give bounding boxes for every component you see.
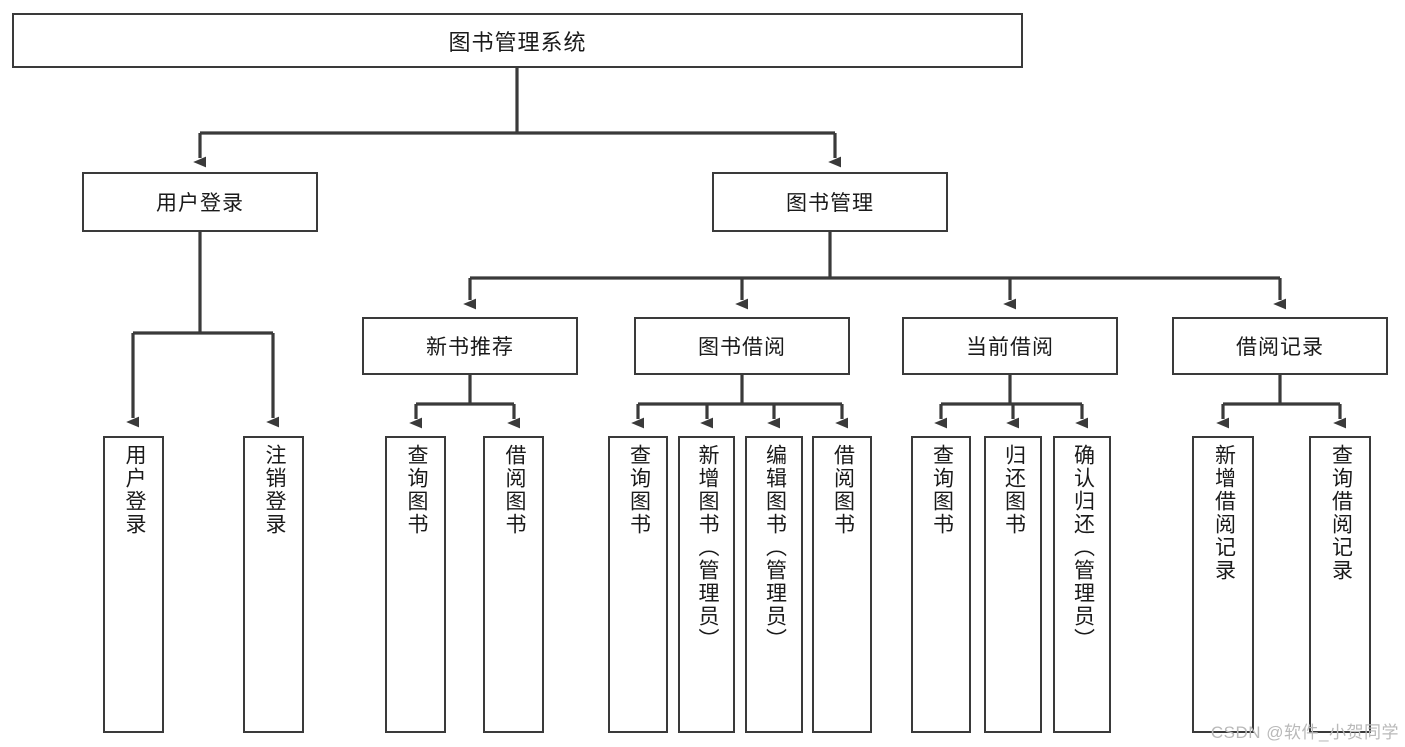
node-leaf-add-record[interactable]: 新增借阅记录	[1192, 436, 1254, 733]
node-new-book-recommend[interactable]: 新书推荐	[362, 317, 578, 375]
node-leaf-return-book[interactable]: 归还图书	[984, 436, 1042, 733]
node-leaf-borrow-book-1[interactable]: 借阅图书	[483, 436, 544, 733]
node-root[interactable]: 图书管理系统	[12, 13, 1023, 68]
node-leaf-user-login[interactable]: 用户登录	[103, 436, 164, 733]
node-leaf-search-book-2[interactable]: 查询图书	[608, 436, 668, 733]
node-book-borrow[interactable]: 图书借阅	[634, 317, 850, 375]
node-book-manage[interactable]: 图书管理	[712, 172, 948, 232]
node-leaf-confirm-return[interactable]: 确认归还（管理员）	[1053, 436, 1111, 733]
node-current-borrow[interactable]: 当前借阅	[902, 317, 1118, 375]
node-leaf-add-book[interactable]: 新增图书（管理员）	[678, 436, 735, 733]
node-leaf-search-book-3[interactable]: 查询图书	[911, 436, 971, 733]
node-leaf-search-book-1[interactable]: 查询图书	[385, 436, 446, 733]
csdn-watermark: CSDN @软件_小贺同学	[1210, 723, 1399, 742]
node-leaf-user-logout[interactable]: 注销登录	[243, 436, 304, 733]
node-leaf-edit-book[interactable]: 编辑图书（管理员）	[745, 436, 803, 733]
node-leaf-search-record[interactable]: 查询借阅记录	[1309, 436, 1371, 733]
node-borrow-record[interactable]: 借阅记录	[1172, 317, 1388, 375]
node-leaf-borrow-book-2[interactable]: 借阅图书	[812, 436, 872, 733]
node-user-login[interactable]: 用户登录	[82, 172, 318, 232]
